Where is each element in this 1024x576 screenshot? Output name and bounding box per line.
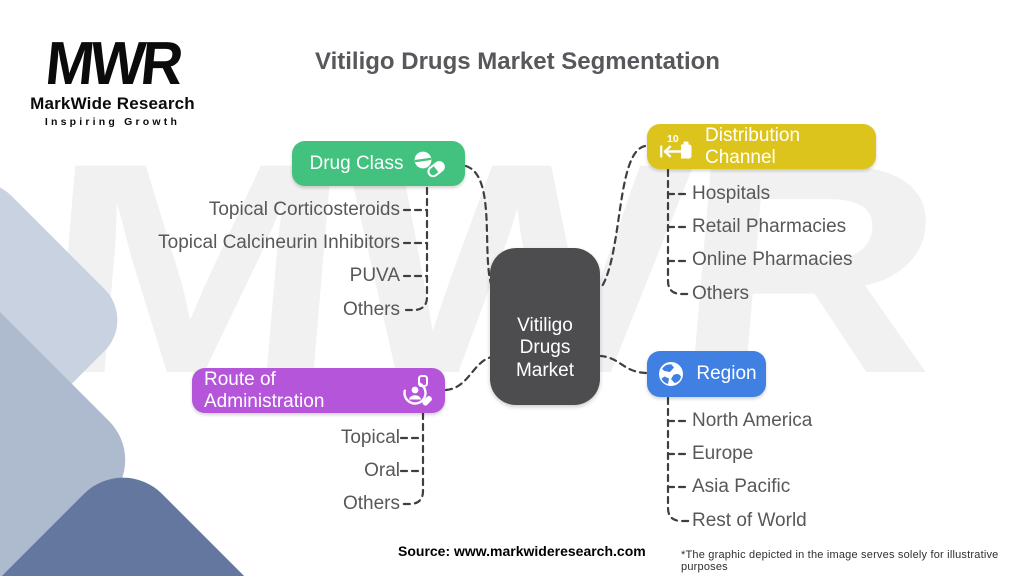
- source-credit: Source: www.markwideresearch.com: [398, 543, 646, 559]
- logo-tagline: Inspiring Growth: [44, 116, 181, 128]
- drug-class-items: Topical Corticosteroids Topical Calcineu…: [158, 193, 400, 327]
- center-line: Market: [515, 359, 575, 381]
- list-item: Others: [692, 282, 750, 304]
- branch-box-region: Region: [647, 351, 766, 397]
- spine-distribution: [666, 168, 691, 296]
- route-of-administration-items: Topical Oral Others: [341, 421, 400, 521]
- branch-label: Route of Administration: [204, 368, 325, 412]
- list-item: Asia Pacific: [692, 476, 791, 498]
- pills-icon: [415, 151, 446, 177]
- branch-box-route-of-administration: Route of Administration: [192, 368, 445, 413]
- list-item: Online Pharmacies: [692, 249, 853, 271]
- list-item: Others: [342, 493, 400, 515]
- logo-acronym: MWR: [42, 29, 183, 98]
- spine-drugclass: [404, 186, 429, 312]
- branch-box-distribution-channel: 10 Distribution Channel: [647, 124, 876, 169]
- connector-distribution-center: [599, 144, 647, 290]
- user-edit-icon: [403, 374, 432, 406]
- logo-company-name: MarkWide Research: [30, 94, 195, 113]
- branch-label: Drug Class: [309, 152, 404, 174]
- list-item: Rest of World: [692, 509, 807, 531]
- distribution-channel-items: Hospitals Retail Pharmacies Online Pharm…: [692, 177, 853, 311]
- distribution-icon: 10: [660, 133, 692, 159]
- list-item: Topical Corticosteroids: [208, 198, 400, 220]
- connector-drugclass-center: [464, 164, 494, 289]
- list-item: Retail Pharmacies: [692, 216, 847, 238]
- page-title: Vitiligo Drugs Market Segmentation: [315, 48, 720, 75]
- connector-route-center: [444, 355, 494, 392]
- svg-text:10: 10: [667, 133, 679, 145]
- list-item: Hospitals: [692, 182, 771, 204]
- center-line: Vitiligo: [517, 314, 573, 336]
- branch-box-drug-class: Drug Class: [292, 141, 465, 186]
- branch-label: Distribution Channel: [705, 124, 801, 168]
- branch-label: Region: [696, 363, 757, 384]
- center-node-vitiligo-drugs-market: Vitiligo Drugs Market: [490, 248, 600, 405]
- spine-region: [666, 396, 691, 523]
- center-line: Drugs: [519, 337, 571, 359]
- list-item: North America: [692, 409, 813, 431]
- list-item: Others: [342, 298, 400, 320]
- globe-icon: [659, 362, 684, 386]
- region-items: North America Europe Asia Pacific Rest o…: [692, 404, 812, 538]
- disclaimer-note: *The graphic depicted in the image serve…: [681, 549, 999, 573]
- connector-region-center: [599, 354, 648, 375]
- spine-route: [401, 411, 425, 506]
- list-item: Topical Calcineurin Inhibitors: [158, 232, 400, 254]
- list-item: Topical: [340, 426, 400, 448]
- list-item: PUVA: [349, 265, 400, 287]
- list-item: Europe: [692, 443, 754, 465]
- markwide-logo: MWR MarkWide Research Inspiring Growth: [30, 29, 195, 128]
- list-item: Oral: [364, 460, 400, 482]
